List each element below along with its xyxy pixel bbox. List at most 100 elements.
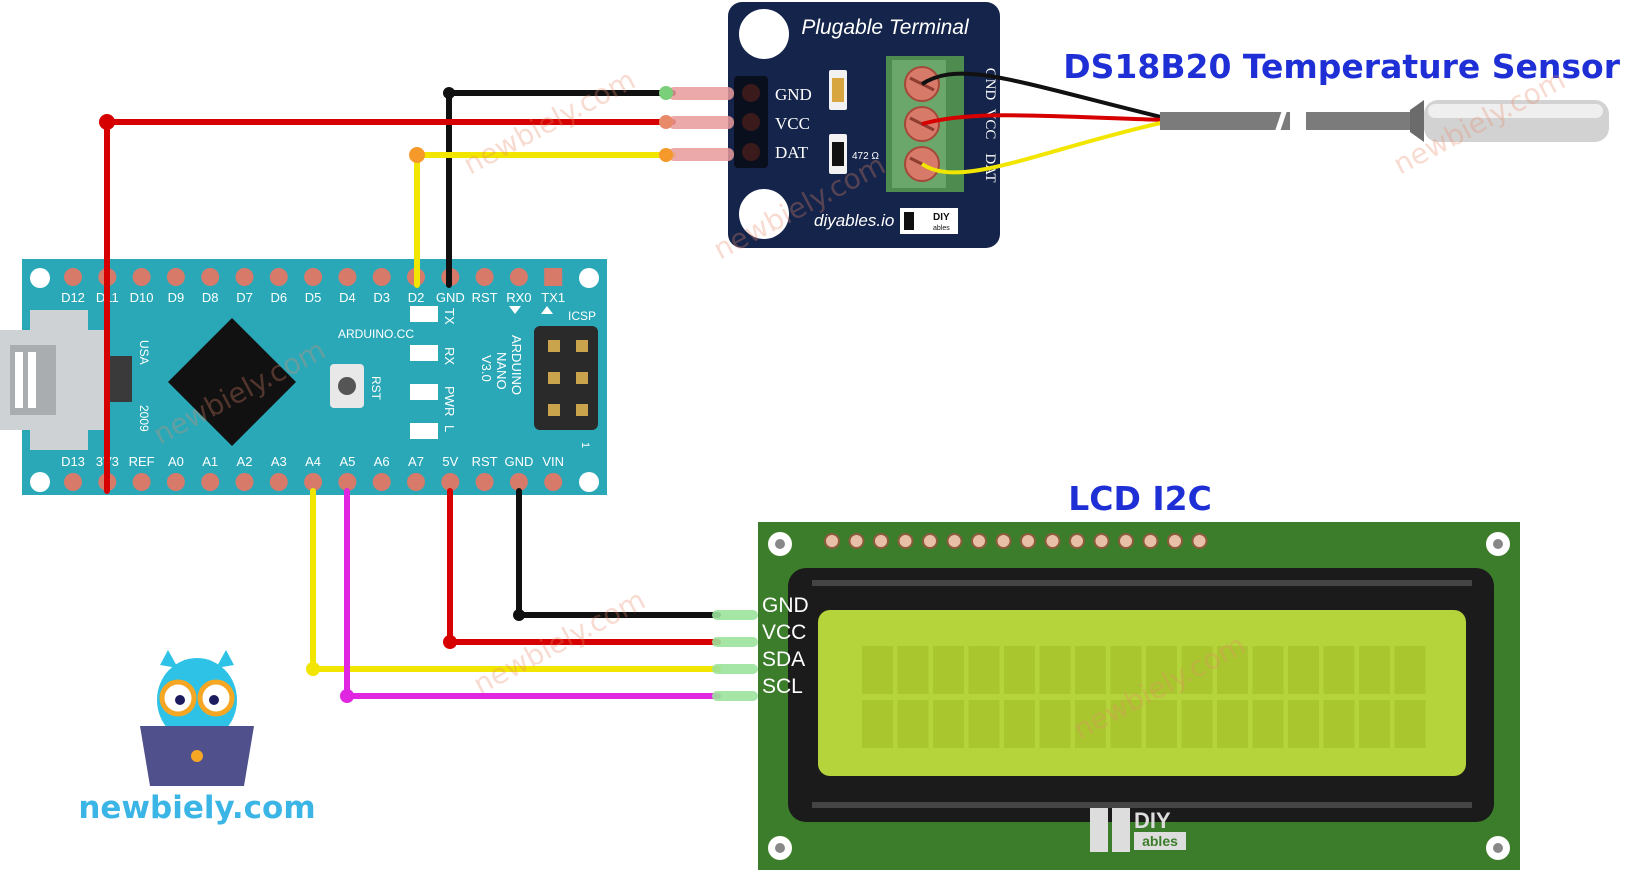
pin-label-bottom: A2 <box>237 454 253 469</box>
terminal-pin-dat: DAT <box>775 143 809 162</box>
pin-pad <box>201 473 220 491</box>
lcd-char-cell <box>1110 646 1142 694</box>
lcd-char-cell <box>1110 700 1142 748</box>
lcd-char-cell <box>1323 700 1355 748</box>
wires <box>99 86 758 703</box>
newbiely-logo[interactable]: newbiely.com <box>78 650 316 826</box>
lcd-header-pin <box>1118 533 1134 549</box>
pin-label-top: RST <box>472 290 498 305</box>
lcd-char-cell <box>1394 700 1426 748</box>
pin-label-bottom: REF <box>129 454 155 469</box>
model-line: ARDUINO <box>509 335 524 395</box>
owl-icon <box>157 658 237 742</box>
lcd-char-cell <box>1252 700 1284 748</box>
lcd-char-cell <box>1181 700 1213 748</box>
lcd-header-pin <box>1044 533 1061 549</box>
lcd-char-cell <box>1075 646 1106 694</box>
pin-pad <box>304 473 323 491</box>
pin-label-top: D7 <box>236 290 253 305</box>
icsp-pin <box>576 372 588 384</box>
newbiely-site[interactable]: newbiely.com <box>78 790 315 826</box>
terminal-title: Plugable Terminal <box>801 16 970 39</box>
pin-label-top: TX1 <box>541 290 565 305</box>
pin-label-bottom: RST <box>472 454 498 469</box>
pin-pad <box>372 473 391 491</box>
status-led <box>410 345 438 361</box>
mounting-hole <box>30 268 50 288</box>
icsp-pin1-label: 1 <box>579 442 591 448</box>
pin-label-bottom: A6 <box>374 454 390 469</box>
pin-label-top: D5 <box>305 290 322 305</box>
pin-label-bottom: A4 <box>305 454 321 469</box>
pin-label-bottom: A3 <box>271 454 287 469</box>
lcd-pin-sda: SDA <box>762 648 805 671</box>
lcd-char-cell <box>897 700 929 748</box>
lcd-char-cell <box>1217 646 1248 694</box>
screw-label-gnd: GND <box>982 68 998 101</box>
lcd-header-pin <box>1093 533 1110 549</box>
pin-label-bottom: A0 <box>168 454 184 469</box>
arduino-brand: ARDUINO.CC <box>338 327 414 341</box>
status-led <box>410 306 438 322</box>
lcd-char-cell <box>1359 700 1390 748</box>
lcd-char-cell <box>1146 700 1177 748</box>
svg-text:DIY: DIY <box>1134 808 1171 833</box>
sensor-cable <box>1160 112 1290 130</box>
lcd-char-cell <box>1217 700 1248 748</box>
icsp-pin <box>548 372 560 384</box>
ds18b20-sensor <box>920 71 1609 175</box>
usa-label: USA <box>137 340 151 365</box>
pin-pad <box>201 268 220 286</box>
pin-pad <box>372 268 391 286</box>
lcd-header-pin <box>824 533 840 549</box>
lcd-char-cell <box>933 646 964 694</box>
pin-label-bottom: A7 <box>408 454 424 469</box>
led-label: PWR <box>442 386 457 416</box>
resistor-value: 472 Ω <box>852 151 879 162</box>
lcd-pin-gnd: GND <box>762 594 809 617</box>
terminal-pin-vcc: VCC <box>775 114 810 133</box>
sensor-title: DS18B20 Temperature Sensor <box>1063 47 1620 86</box>
pin-label-top: D2 <box>408 290 425 305</box>
lcd-header-pin <box>897 533 914 549</box>
lcd-header-pin <box>946 533 963 549</box>
pin-pad <box>235 268 254 286</box>
lcd-header-pin <box>848 533 865 549</box>
pin-label-top: D9 <box>168 290 185 305</box>
lcd-char-cell <box>1394 646 1426 694</box>
pin-pad <box>338 473 357 491</box>
pin-pad <box>64 473 82 491</box>
svg-text:ables: ables <box>1142 833 1178 849</box>
lcd-char-cell <box>1252 646 1284 694</box>
pin-pad <box>166 268 185 286</box>
pin-pad <box>64 268 82 286</box>
pin-pad <box>338 268 357 286</box>
icsp-pin <box>548 404 560 416</box>
pin-pad <box>166 473 185 491</box>
pin-pad <box>304 268 323 286</box>
pin-label-bottom: A1 <box>202 454 218 469</box>
lcd-header-pin <box>873 533 889 549</box>
lcd-char-cell <box>1075 700 1106 748</box>
svg-text:ables: ables <box>933 225 950 232</box>
icsp-pin <box>576 404 588 416</box>
microcontroller-chip <box>168 318 296 446</box>
pin-label-bottom: GND <box>504 454 533 469</box>
lcd-char-cell <box>1039 700 1071 748</box>
lcd-char-cell <box>862 700 893 748</box>
led-label: RX <box>442 347 457 365</box>
lcd-header-pin <box>1020 533 1036 549</box>
pin-label-top: GND <box>436 290 465 305</box>
pin-label-top: D12 <box>61 290 85 305</box>
lcd-header-pin <box>971 533 987 549</box>
lcd-char-cell <box>933 700 964 748</box>
lcd-char-cell <box>1181 646 1213 694</box>
pin-pad <box>475 473 494 491</box>
lcd-char-cell <box>1004 700 1035 748</box>
lcd-char-cell <box>1039 646 1071 694</box>
pin-pad <box>407 473 425 491</box>
lcd-char-cell <box>897 646 929 694</box>
icsp-header <box>534 326 598 430</box>
